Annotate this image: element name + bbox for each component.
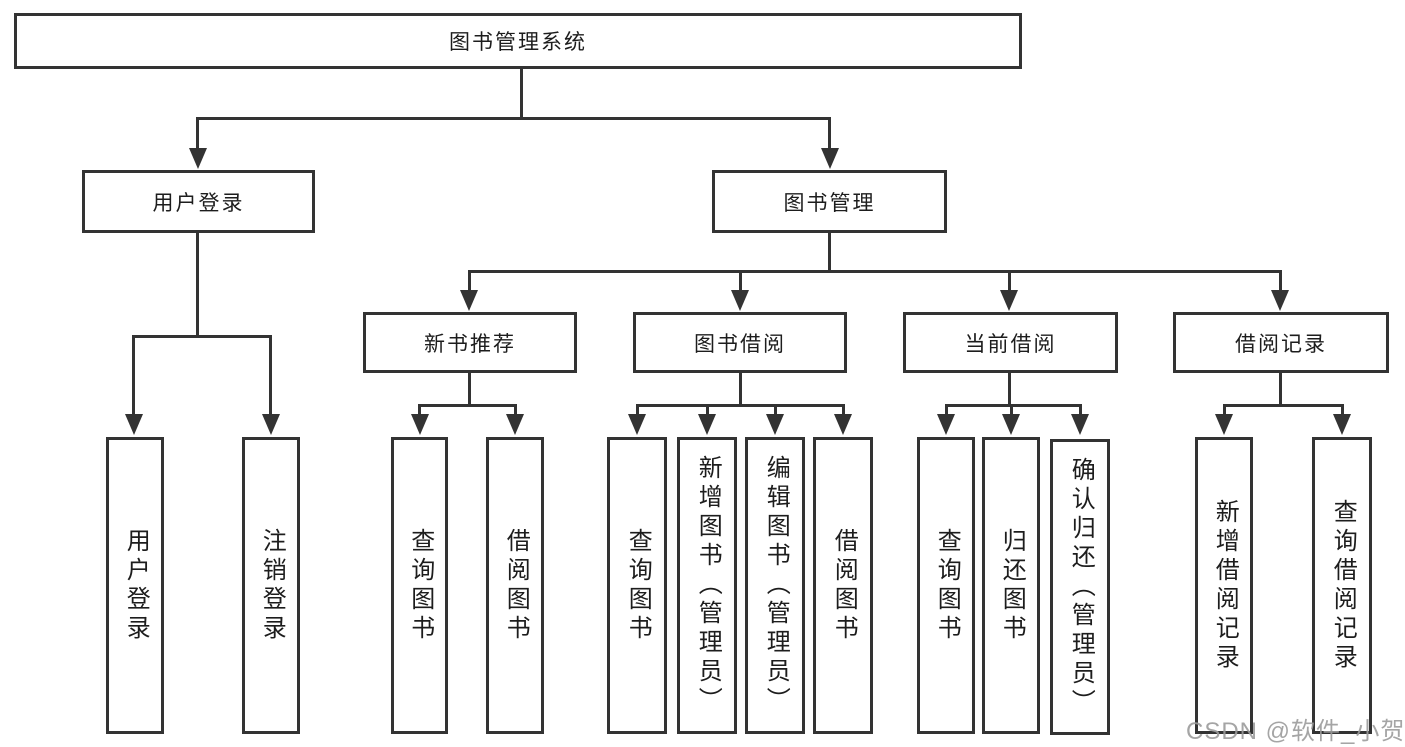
leaf-borrow-edit-books: 编辑图书（管理员） xyxy=(745,437,805,734)
leaf-borrow-query-books: 查询图书 xyxy=(607,437,667,734)
leaf-records-query-record: 查询借阅记录 xyxy=(1312,437,1372,734)
leaf-current-confirm-return: 确认归还（管理员） xyxy=(1050,439,1110,735)
arrow-down-icon xyxy=(937,414,955,435)
connector-drop-records-leaf-1 xyxy=(1223,404,1226,417)
connector-drop-recommend-leaf-1 xyxy=(418,404,421,417)
leaf-logout-label: 注销登录 xyxy=(258,527,286,644)
connector-book-mgmt-stem xyxy=(828,231,831,273)
leaf-recommend-borrow-books-label: 借阅图书 xyxy=(502,527,530,644)
connector-drop-current-leaf-3 xyxy=(1079,404,1082,417)
arrow-down-icon xyxy=(411,414,429,435)
connector-current-stem xyxy=(1008,371,1011,406)
arrow-down-icon xyxy=(1002,414,1020,435)
connector-drop-records-leaf-2 xyxy=(1341,404,1344,417)
arrow-down-icon xyxy=(125,414,143,435)
leaf-logout: 注销登录 xyxy=(242,437,300,734)
leaf-recommend-query-books-label: 查询图书 xyxy=(406,527,434,644)
csdn-watermark: CSDN @软件_小贺同学 xyxy=(1186,718,1405,745)
connector-drop-current-leaf-1 xyxy=(945,404,948,417)
connector-recommend-branch xyxy=(418,404,517,407)
node-book-mgmt: 图书管理 xyxy=(712,170,947,233)
node-recommend-label: 新书推荐 xyxy=(424,332,516,356)
arrow-down-icon xyxy=(262,414,280,435)
leaf-borrow-borrow-books: 借阅图书 xyxy=(813,437,873,734)
arrow-down-icon xyxy=(506,414,524,435)
arrow-down-icon xyxy=(1000,290,1018,311)
connector-records-branch xyxy=(1223,404,1344,407)
leaf-records-query-record-label: 查询借阅记录 xyxy=(1329,498,1357,673)
node-records: 借阅记录 xyxy=(1173,312,1389,373)
connector-current-branch xyxy=(945,404,1082,407)
connector-records-stem xyxy=(1279,371,1282,406)
arrow-down-icon xyxy=(1071,414,1089,435)
connector-drop-borrow xyxy=(739,270,742,293)
connector-drop-current-leaf-2 xyxy=(1010,404,1013,417)
node-current-label: 当前借阅 xyxy=(964,332,1057,356)
connector-recommend-stem xyxy=(468,371,471,406)
connector-drop-recommend-leaf-2 xyxy=(514,404,517,417)
leaf-current-query-books-label: 查询图书 xyxy=(933,527,961,644)
node-current: 当前借阅 xyxy=(903,312,1118,373)
node-borrow: 图书借阅 xyxy=(633,312,847,373)
connector-drop-borrow-leaf-4 xyxy=(842,404,845,417)
node-user-login-label: 用户登录 xyxy=(152,191,245,215)
arrow-down-icon xyxy=(834,414,852,435)
leaf-recommend-borrow-books: 借阅图书 xyxy=(486,437,544,734)
leaf-current-query-books: 查询图书 xyxy=(917,437,975,734)
leaf-borrow-add-books-label: 新增图书（管理员） xyxy=(694,455,722,716)
connector-borrow-branch xyxy=(636,404,845,407)
connector-drop-user-login xyxy=(196,117,199,152)
leaf-borrow-edit-books-label: 编辑图书（管理员） xyxy=(762,455,790,716)
leaf-current-confirm-return-label: 确认归还（管理员） xyxy=(1067,456,1095,718)
node-recommend: 新书推荐 xyxy=(363,312,577,373)
node-root: 图书管理系统 xyxy=(14,13,1022,69)
node-borrow-label: 图书借阅 xyxy=(694,332,786,356)
connector-level2-trunk xyxy=(196,117,831,120)
node-book-mgmt-label: 图书管理 xyxy=(783,191,876,215)
leaf-records-add-record-label: 新增借阅记录 xyxy=(1211,498,1239,673)
leaf-borrow-add-books: 新增图书（管理员） xyxy=(677,437,737,734)
connector-borrow-stem xyxy=(739,371,742,406)
leaf-user-login-label: 用户登录 xyxy=(122,527,150,644)
arrow-down-icon xyxy=(1215,414,1233,435)
arrow-down-icon xyxy=(821,148,839,169)
leaf-current-return-books: 归还图书 xyxy=(982,437,1040,734)
arrow-down-icon xyxy=(189,148,207,169)
arrow-down-icon xyxy=(628,414,646,435)
arrow-down-icon xyxy=(698,414,716,435)
arrow-down-icon xyxy=(1333,414,1351,435)
connector-level3-trunk xyxy=(468,270,1281,273)
connector-drop-borrow-leaf-1 xyxy=(636,404,639,417)
arrow-down-icon xyxy=(460,290,478,311)
arrow-down-icon xyxy=(1271,290,1289,311)
leaf-borrow-borrow-books-label: 借阅图书 xyxy=(830,527,858,644)
node-root-label: 图书管理系统 xyxy=(449,31,587,54)
arrow-down-icon xyxy=(766,414,784,435)
leaf-recommend-query-books: 查询图书 xyxy=(391,437,448,734)
leaf-current-return-books-label: 归还图书 xyxy=(998,527,1026,644)
leaf-records-add-record: 新增借阅记录 xyxy=(1195,437,1253,734)
leaf-borrow-query-books-label: 查询图书 xyxy=(624,527,652,644)
connector-drop-records xyxy=(1279,270,1282,293)
node-records-label: 借阅记录 xyxy=(1235,332,1327,356)
leaf-user-login: 用户登录 xyxy=(106,437,164,734)
connector-drop-login-leaf-1 xyxy=(132,335,135,417)
connector-drop-current xyxy=(1008,270,1011,293)
connector-drop-recommend xyxy=(468,270,471,293)
connector-drop-book-mgmt xyxy=(828,117,831,152)
connector-user-login-stem xyxy=(196,231,199,337)
connector-login-branch xyxy=(132,335,272,338)
node-user-login: 用户登录 xyxy=(82,170,315,233)
arrow-down-icon xyxy=(731,290,749,311)
connector-drop-login-leaf-2 xyxy=(269,335,272,417)
connector-drop-borrow-leaf-3 xyxy=(774,404,777,417)
connector-root-stem xyxy=(520,67,523,119)
connector-drop-borrow-leaf-2 xyxy=(706,404,709,417)
